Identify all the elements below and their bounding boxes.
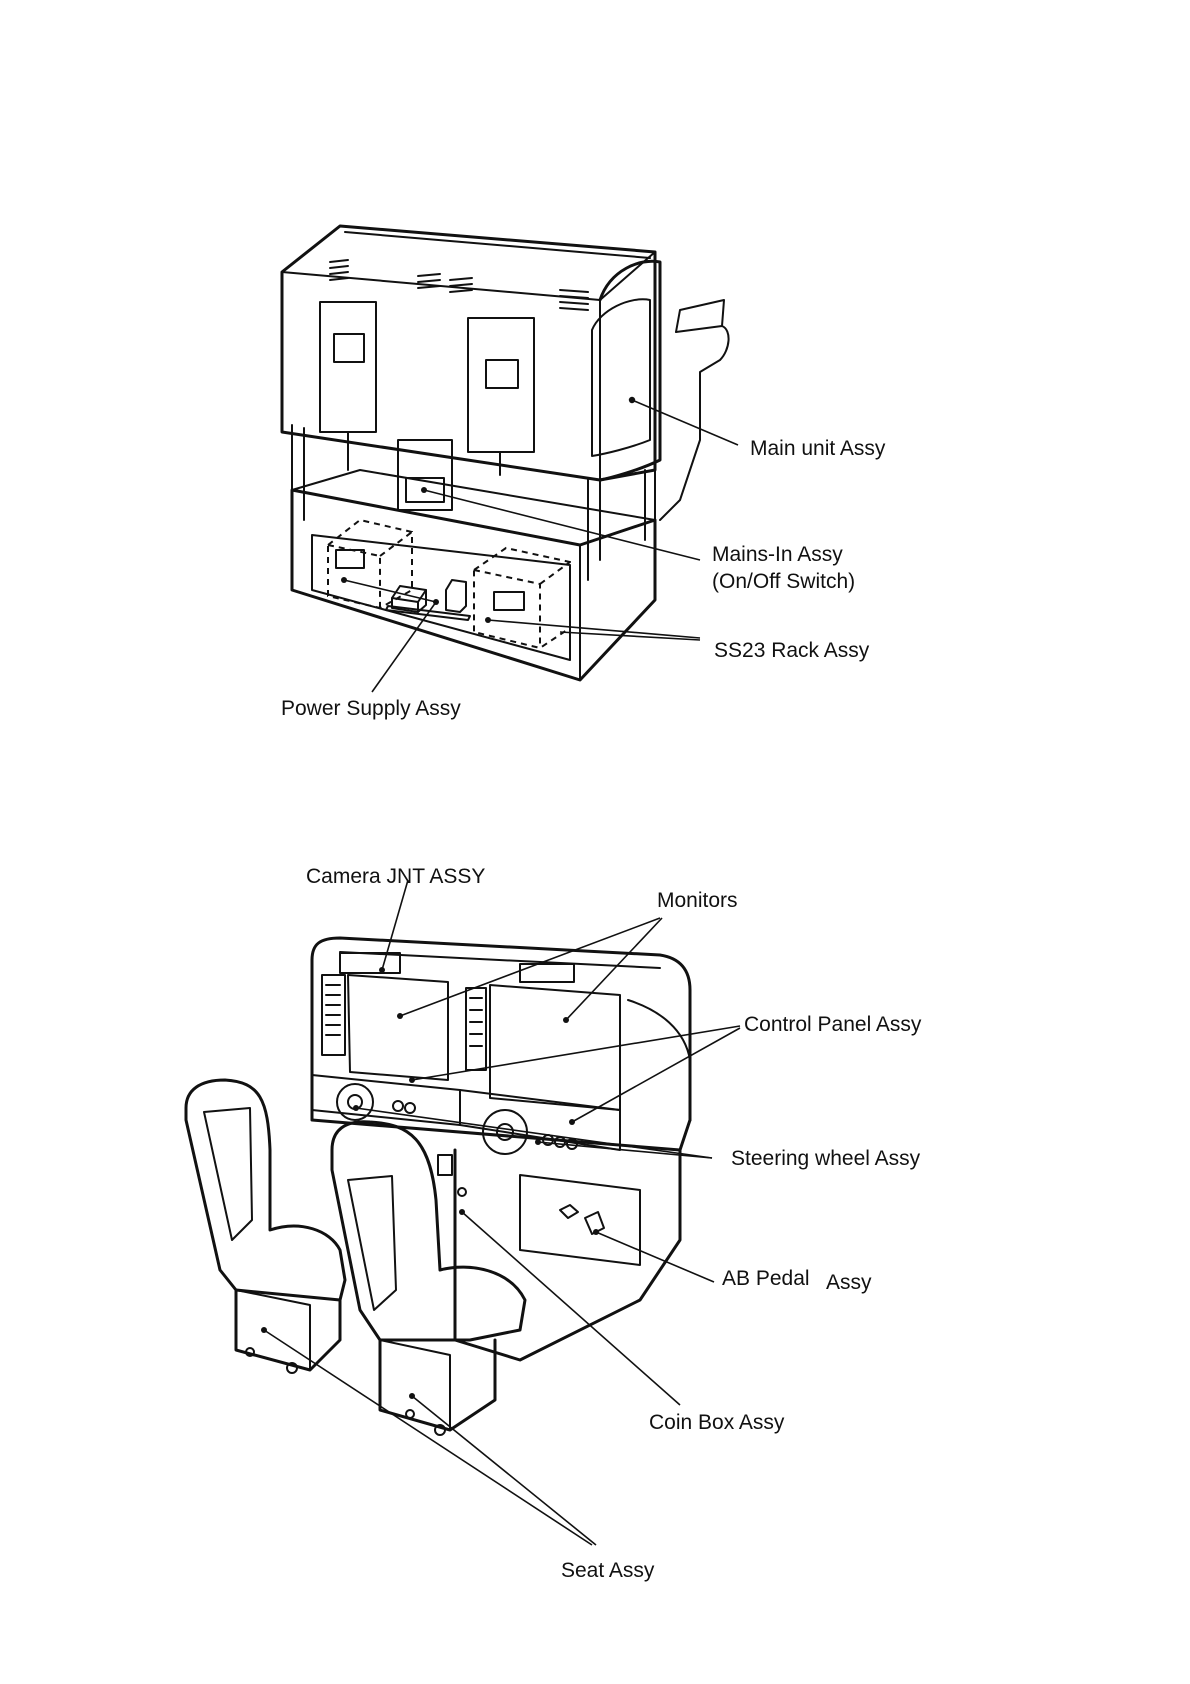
label-steering-wheel-assy: Steering wheel Assy — [731, 1146, 920, 1172]
label-control-panel-assy: Control Panel Assy — [744, 1012, 921, 1038]
label-seat-assy: Seat Assy — [561, 1558, 654, 1584]
label-ab-pedal-assy: Assy — [826, 1270, 872, 1296]
label-power-supply-assy: Power Supply Assy — [281, 696, 461, 722]
label-ss23-rack-assy: SS23 Rack Assy — [714, 638, 869, 664]
label-on-off-switch: (On/Off Switch) — [712, 569, 855, 595]
label-coin-box-assy: Coin Box Assy — [649, 1410, 784, 1436]
label-main-unit-assy: Main unit Assy — [750, 436, 885, 462]
label-monitors: Monitors — [657, 888, 738, 914]
label-ab-pedal: AB Pedal — [722, 1266, 810, 1292]
label-camera-jnt-assy: Camera JNT ASSY — [306, 864, 485, 890]
cabinet-front-view — [186, 880, 740, 1545]
label-mains-in-assy: Mains-In Assy — [712, 542, 843, 568]
main-unit-rear-view — [282, 226, 738, 692]
